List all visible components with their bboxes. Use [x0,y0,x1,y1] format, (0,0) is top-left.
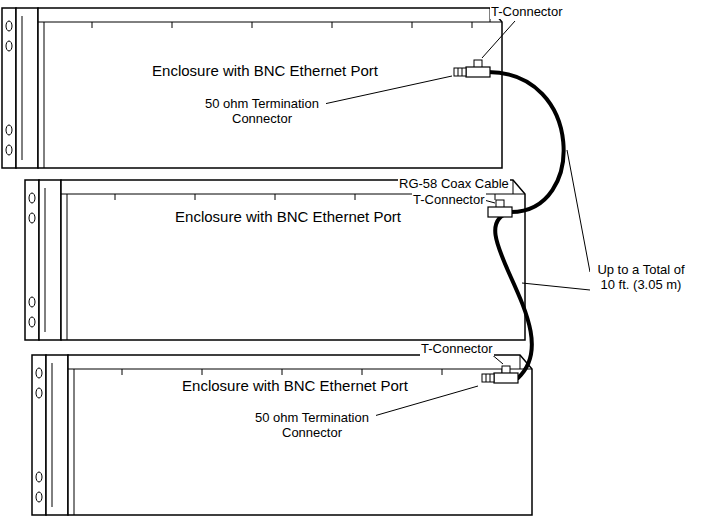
coax-cable [495,212,532,378]
coax-cable [488,72,564,212]
termination-connector [454,68,466,76]
enclosure-face: Enclosure with BNC Ethernet Port [72,369,518,515]
drawing-rect [466,67,490,77]
enclosure-body [25,180,525,340]
callout-label: Up to a Total of 10 ft. (3.05 m) [590,262,692,292]
drawing-line [458,68,459,76]
callout-label: 50 ohm Termination Connector [198,96,326,126]
enclosure-label: Enclosure with BNC Ethernet Port [72,377,518,394]
drawing-line [522,283,590,290]
enclosure-label: Enclosure with BNC Ethernet Port [65,208,511,225]
drawing-line [324,76,452,104]
drawing-rect [494,373,518,383]
callout-label: T-Connector [420,341,494,356]
enclosure-body [32,355,532,515]
callout-label: T-Connector [412,192,486,207]
termination-connector [482,374,494,382]
callout-label: RG-58 Coax Cable [398,176,510,191]
enclosure-face: Enclosure with BNC Ethernet Port [65,194,511,340]
enclosure-label: Enclosure with BNC Ethernet Port [42,62,488,79]
enclosure-body [2,8,502,168]
enclosure-face: Enclosure with BNC Ethernet Port [42,22,488,168]
callout-label: 50 ohm Termination Connector [248,410,376,440]
drawing-line [462,68,463,76]
drawing-line [482,21,515,58]
drawing-rect [488,207,512,217]
drawing-line [484,200,495,203]
t-connector [482,366,518,383]
callout-label: T-Connector [490,4,564,19]
t-connector [454,60,490,77]
drawing-line [486,374,487,382]
drawing-line [567,150,590,272]
drawing-line [490,374,491,382]
